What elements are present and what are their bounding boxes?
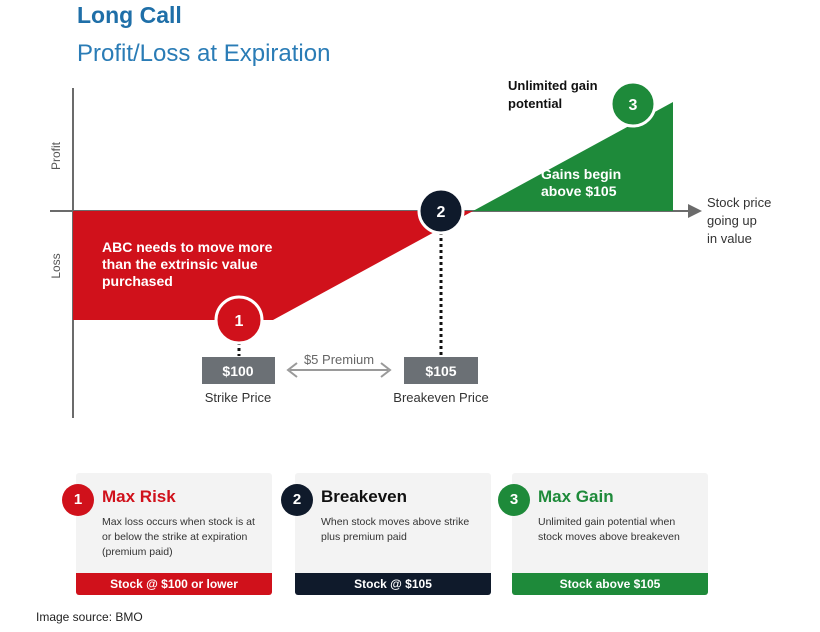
card-2-footer: Stock @ $105 <box>295 573 491 595</box>
card-1-footer: Stock @ $100 or lower <box>76 573 272 595</box>
card-3-title: Max Gain <box>538 487 614 506</box>
loss-area <box>73 211 473 320</box>
unlimited-text-line-2: potential <box>508 96 562 111</box>
marker-3-circle <box>609 80 657 128</box>
marker-3-label: 3 <box>629 97 638 114</box>
x-axis-arrowhead <box>688 204 702 218</box>
image-source: Image source: BMO <box>36 610 143 624</box>
page-subtitle: Profit/Loss at Expiration <box>77 40 331 67</box>
marker-2-label: 2 <box>437 204 446 221</box>
marker-2-circle <box>417 187 465 235</box>
card-3-footer: Stock above $105 <box>512 573 708 595</box>
card-2-title: Breakeven <box>321 487 408 506</box>
premium-arrow-right-head <box>380 362 392 378</box>
x-label-line-1: Stock price <box>707 195 771 210</box>
marker-1-circle <box>214 295 264 345</box>
premium-arrow-left-head <box>286 362 298 378</box>
breakeven-box-value: $105 <box>425 363 456 379</box>
card-3-badge: 3 <box>498 484 530 516</box>
card-2-panel: Breakeven When stock moves above strike … <box>295 473 491 595</box>
x-label-line-2: going up <box>707 213 757 228</box>
card-2-badge: 2 <box>281 484 313 516</box>
card-1-badge: 1 <box>62 484 94 516</box>
x-label-line-3: in value <box>707 231 752 246</box>
card-max-risk: 1 Max Risk Max loss occurs when stock is… <box>62 473 272 595</box>
card-2-desc: When stock moves above strike plus premi… <box>321 516 470 543</box>
loss-text-line-3: purchased <box>102 273 173 289</box>
y-label-profit: Profit <box>49 141 63 170</box>
page-title: Long Call <box>77 2 182 28</box>
strike-label: Strike Price <box>205 390 271 405</box>
breakeven-label: Breakeven Price <box>393 390 488 405</box>
unlimited-text-line-1: Unlimited gain <box>508 78 598 93</box>
gain-area <box>473 102 673 211</box>
card-3-panel: Max Gain Unlimited gain potential when s… <box>512 473 708 595</box>
gain-text-line-1: Gains begin <box>541 166 621 182</box>
card-breakeven: 2 Breakeven When stock moves above strik… <box>281 473 491 595</box>
loss-text-line-1: ABC needs to move more <box>102 239 273 255</box>
card-3-desc: Unlimited gain potential when stock move… <box>538 516 680 543</box>
strike-box <box>202 357 275 384</box>
pl-chart: Profit Loss Stock price going up in valu… <box>49 78 771 418</box>
premium-label: $5 Premium <box>304 352 374 367</box>
card-1-desc: Max loss occurs when stock is at or belo… <box>102 516 255 558</box>
card-max-gain: 3 Max Gain Unlimited gain potential when… <box>498 473 708 595</box>
loss-text-line-2: than the extrinsic value <box>102 256 258 272</box>
y-label-loss: Loss <box>49 253 63 278</box>
breakeven-box <box>404 357 478 384</box>
marker-1-label: 1 <box>235 313 244 330</box>
strike-box-value: $100 <box>222 363 253 379</box>
card-1-title: Max Risk <box>102 487 176 506</box>
card-1-panel: Max Risk Max loss occurs when stock is a… <box>76 473 272 595</box>
gain-text-line-2: above $105 <box>541 183 617 199</box>
